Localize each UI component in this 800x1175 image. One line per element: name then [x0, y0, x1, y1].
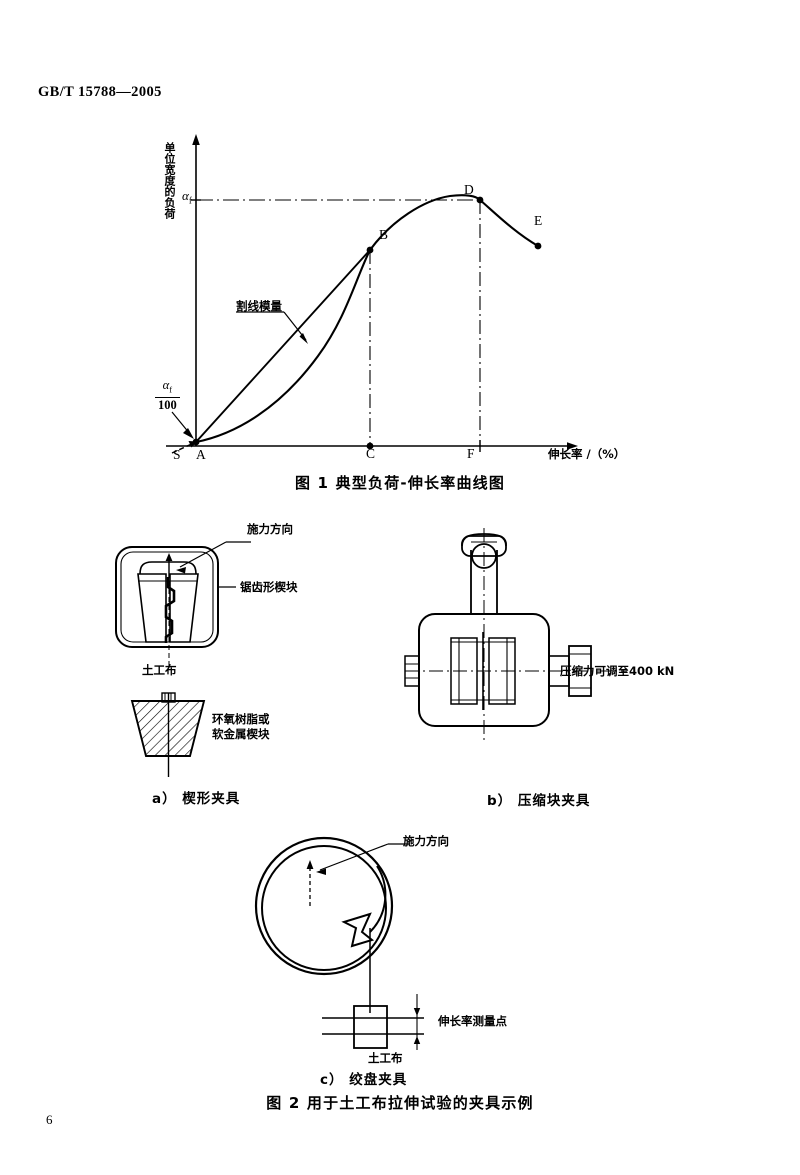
secant-chord-line — [195, 249, 371, 443]
figure2b-caption: b） 压缩块夹具 — [487, 793, 591, 809]
fraction-numerator: αf — [162, 378, 173, 395]
label-geotextile-c: 土工布 — [368, 1051, 403, 1065]
force-label-leader-diagonal — [179, 541, 227, 568]
point-marker-e — [534, 242, 542, 250]
wedge-top-cap — [139, 561, 197, 575]
point-marker-c — [366, 442, 374, 450]
alpha-f-text: αf — [182, 188, 192, 206]
load-elongation-curve — [194, 194, 540, 444]
chart-point-label-b: B — [379, 227, 389, 242]
force-arrow-head-c — [306, 860, 314, 869]
chart-point-label-a: A — [196, 447, 206, 462]
label-compression-force: 压缩力可调至400 kN — [560, 664, 675, 678]
chart-point-label-d: D — [464, 182, 474, 197]
clevis-pin-hole — [471, 543, 497, 569]
clamp-housing-outer — [115, 546, 219, 648]
label-epoxy-wedge: 环氧树脂或 软金属楔块 — [212, 712, 270, 742]
label-force-direction-c: 施力方向 — [403, 834, 449, 848]
s-to-a-dashed-extension — [171, 441, 197, 454]
force-label-arrowhead — [176, 567, 186, 574]
compression-clamp-svg — [404, 528, 627, 740]
chart-point-label-c: C — [366, 446, 376, 461]
load-elongation-curve-svg — [166, 134, 578, 454]
serrated-interface — [164, 577, 176, 643]
point-marker-b — [366, 246, 374, 254]
capstan-drum-outer — [254, 836, 394, 976]
figure2-caption: 图 2 用于土工布拉伸试验的夹具示例 — [266, 1094, 534, 1112]
label-force-direction-a: 施力方向 — [247, 522, 293, 536]
capstan-drum-inner — [261, 845, 387, 971]
secant-modulus-label: 割线模量 — [236, 299, 282, 313]
label-geotextile-a: 土工布 — [142, 663, 177, 677]
figure2a-caption: a） 楔形夹具 — [152, 791, 241, 807]
capstan-clamp-svg — [254, 836, 424, 1050]
figure2b-compression-clamp-diagram — [404, 528, 635, 768]
point-marker-a — [192, 438, 200, 446]
chart-x-axis-label: 伸长率 /（%） — [548, 447, 626, 461]
figure2c-caption: c） 绞盘夹具 — [320, 1072, 408, 1088]
label-epoxy-wedge-line1: 环氧树脂或 — [212, 712, 270, 726]
chart-point-label-f: F — [467, 446, 475, 461]
gauge-dimension-arrow-up — [413, 1008, 421, 1016]
force-label-arrowhead-c — [316, 868, 326, 875]
y-axis-arrowhead — [192, 134, 200, 145]
wedge-block-right — [169, 573, 199, 643]
x-axis-arrowhead — [567, 442, 578, 450]
force-arrow-head-inner — [165, 553, 173, 561]
strap-wrap-arc — [369, 865, 387, 933]
force-label-leader-diagonal-c — [319, 843, 389, 871]
gauge-block — [353, 1005, 388, 1049]
figure1-chart — [150, 128, 620, 473]
label-serrated-wedge: 锯齿形楔块 — [240, 580, 298, 594]
chart-point-label-s: S — [173, 447, 181, 462]
clevis-shank-sides — [470, 550, 498, 614]
alpha-f-axis-value: αf — [182, 188, 192, 206]
gauge-dimension-arrow-down — [413, 1036, 421, 1044]
figure2c-capstan-clamp-diagram — [248, 828, 508, 1063]
standard-number-header: GB/T 15788—2005 — [38, 84, 162, 100]
alpha-f-over-100-fraction: αf 100 — [155, 378, 180, 412]
fraction-denominator: 100 — [155, 396, 180, 412]
point-marker-d — [476, 196, 484, 204]
secant-label-arrowhead — [299, 333, 308, 344]
rotation-arrow — [341, 912, 375, 948]
wedge-clamp-svg — [115, 541, 251, 777]
label-elongation-measure-point: 伸长率测量点 — [438, 1014, 507, 1028]
chart-point-label-e: E — [534, 213, 543, 228]
clamp-housing-inner — [120, 551, 214, 643]
figure1-caption: 图 1 典型负荷-伸长率曲线图 — [294, 474, 506, 492]
figure2a-wedge-clamp-diagram — [108, 525, 318, 785]
page-number: 6 — [46, 1112, 53, 1127]
alpha-fraction-arrowhead — [183, 428, 194, 439]
wedge-block-left — [137, 573, 167, 643]
chart-y-axis-label: 单位宽度的负荷 — [163, 142, 176, 219]
label-epoxy-wedge-line2: 软金属楔块 — [212, 727, 270, 741]
